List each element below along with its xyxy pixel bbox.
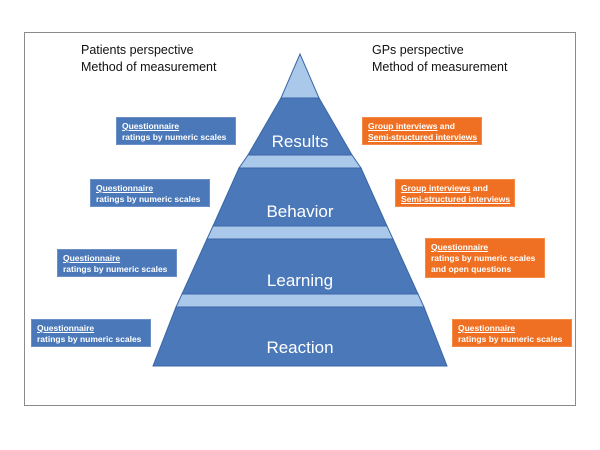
gps-method-label: Method of measurement	[372, 60, 508, 74]
patient-method-box-learning: Questionnaire ratings by numeric scales	[57, 249, 177, 277]
patients-method-label: Method of measurement	[81, 60, 217, 74]
patient-method-title: Questionnaire	[63, 253, 121, 263]
gp-method-title: Group interviews	[368, 121, 438, 131]
gp-method-conjunction: and	[437, 121, 455, 131]
level-label-learning: Learning	[267, 271, 333, 290]
level-label-reaction: Reaction	[266, 338, 333, 357]
level-label-results: Results	[272, 132, 329, 151]
patient-method-box-results: Questionnaire ratings by numeric scales	[116, 117, 236, 145]
gp-method-conjunction: and	[470, 183, 488, 193]
gp-method-box-learning: Questionnaire ratings by numeric scales …	[425, 238, 545, 278]
level-label-behavior: Behavior	[266, 202, 333, 221]
separator-3	[175, 293, 425, 308]
gp-method-title: Questionnaire	[431, 242, 489, 252]
gp-method-detail: ratings by numeric scales	[431, 253, 536, 263]
gp-method-box-results: Group interviews and Semi-structured int…	[362, 117, 482, 145]
gp-method-box-behavior: Group interviews and Semi-structured int…	[395, 179, 515, 207]
gp-method-detail: ratings by numeric scales	[458, 334, 563, 344]
gp-method-title: Group interviews	[401, 183, 471, 193]
gp-method-detail: Semi-structured interviews	[368, 132, 478, 142]
gp-method-title: Questionnaire	[458, 323, 516, 333]
patient-method-detail: ratings by numeric scales	[122, 132, 227, 142]
gp-method-box-reaction: Questionnaire ratings by numeric scales	[452, 319, 572, 347]
level-reaction	[152, 306, 448, 367]
pyramid-apex	[280, 52, 320, 99]
patient-method-title: Questionnaire	[122, 121, 180, 131]
gps-perspective-title: GPs perspective	[372, 43, 464, 57]
separator-2	[206, 225, 394, 240]
patients-perspective-header: Patients perspective Method of measureme…	[81, 42, 217, 76]
separator-1	[238, 154, 362, 169]
patient-method-detail: ratings by numeric scales	[37, 334, 142, 344]
patient-method-detail: ratings by numeric scales	[63, 264, 168, 274]
patient-method-title: Questionnaire	[37, 323, 95, 333]
patient-method-box-reaction: Questionnaire ratings by numeric scales	[31, 319, 151, 347]
gp-method-detail: Semi-structured interviews	[401, 194, 511, 204]
patient-method-detail: ratings by numeric scales	[96, 194, 201, 204]
patient-method-box-behavior: Questionnaire ratings by numeric scales	[90, 179, 210, 207]
gp-method-extra: and open questions	[431, 264, 512, 274]
patients-perspective-title: Patients perspective	[81, 43, 194, 57]
gps-perspective-header: GPs perspective Method of measurement	[372, 42, 508, 76]
patient-method-title: Questionnaire	[96, 183, 154, 193]
